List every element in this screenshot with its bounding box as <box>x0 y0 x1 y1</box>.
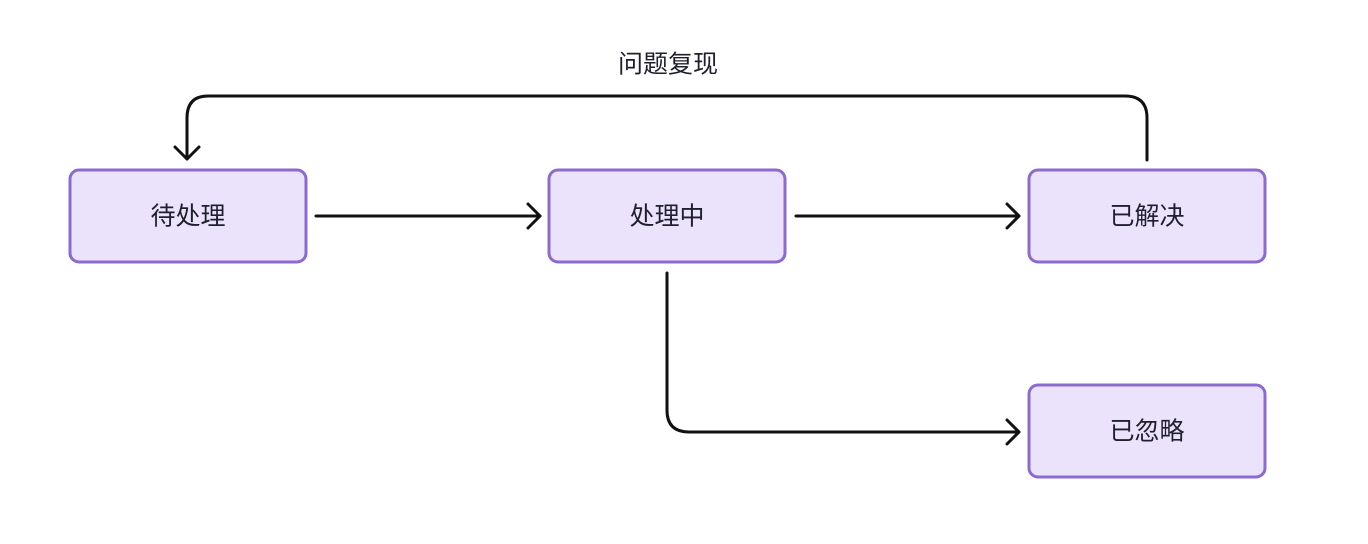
edge-processing-to-resolved <box>794 202 1021 230</box>
edge-processing-to-ignored <box>665 271 1021 446</box>
node-ignored-label: 已忽略 <box>1109 417 1184 446</box>
edge-label-reopen: 问题复现 <box>618 50 718 79</box>
node-pending-label: 待处理 <box>150 202 225 231</box>
node-ignored: 已忽略 <box>1027 383 1267 479</box>
edge-resolved-to-pending <box>173 94 1149 162</box>
node-processing-label: 处理中 <box>629 202 704 231</box>
node-pending: 待处理 <box>68 168 308 264</box>
node-resolved: 已解决 <box>1027 168 1267 264</box>
node-resolved-label: 已解决 <box>1109 202 1184 231</box>
edge-pending-to-processing <box>314 202 542 230</box>
node-processing: 处理中 <box>547 168 787 264</box>
